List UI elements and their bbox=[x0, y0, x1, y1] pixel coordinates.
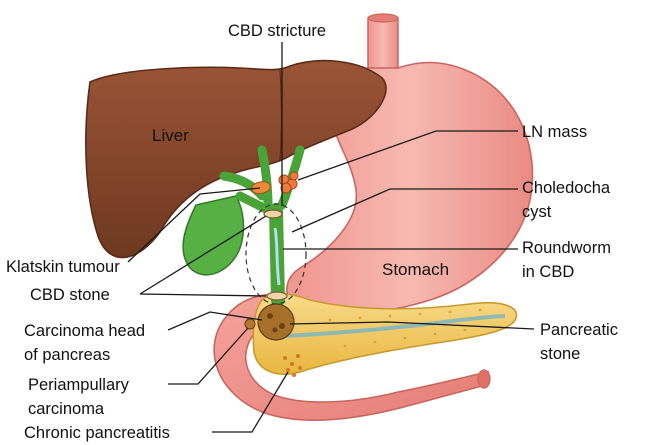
stomach-label: Stomach bbox=[382, 260, 449, 279]
pancreatic-stone-label-line2: stone bbox=[540, 345, 580, 363]
cbd-stone-ring bbox=[267, 292, 287, 300]
carcinoma-head-label-line2: of pancreas bbox=[24, 346, 110, 364]
klatskin-tumour bbox=[252, 182, 270, 194]
chronic-pancreatitis-label: Chronic pancreatitis bbox=[24, 424, 170, 442]
choledochal-cyst-label-line2: cyst bbox=[522, 203, 552, 221]
roundworm-label-line2: in CBD bbox=[522, 263, 574, 281]
cbd-stricture-ring bbox=[264, 210, 282, 218]
roundworm-label-line1: Roundworm bbox=[522, 239, 611, 257]
ln-mass-label: LN mass bbox=[522, 123, 587, 141]
choledochal-cyst-label-line1: Choledocha bbox=[522, 179, 611, 197]
periampullary-label-line1: Periampullary bbox=[28, 376, 130, 394]
periampullary-carcinoma bbox=[245, 319, 255, 329]
cbd-stone-label: CBD stone bbox=[30, 286, 110, 304]
carcinoma-head-of-pancreas bbox=[258, 304, 294, 340]
klatskin-tumour-label: Klatskin tumour bbox=[6, 258, 120, 276]
periampullary-label-line2: carcinoma bbox=[28, 400, 105, 418]
carcinoma-head-label-line1: Carcinoma head bbox=[24, 322, 145, 340]
liver-label: Liver bbox=[152, 126, 189, 145]
cbd-stricture-label: CBD stricture bbox=[228, 22, 326, 40]
esophagus bbox=[368, 18, 398, 72]
pancreatic-stone-label-line1: Pancreatic bbox=[540, 321, 618, 339]
